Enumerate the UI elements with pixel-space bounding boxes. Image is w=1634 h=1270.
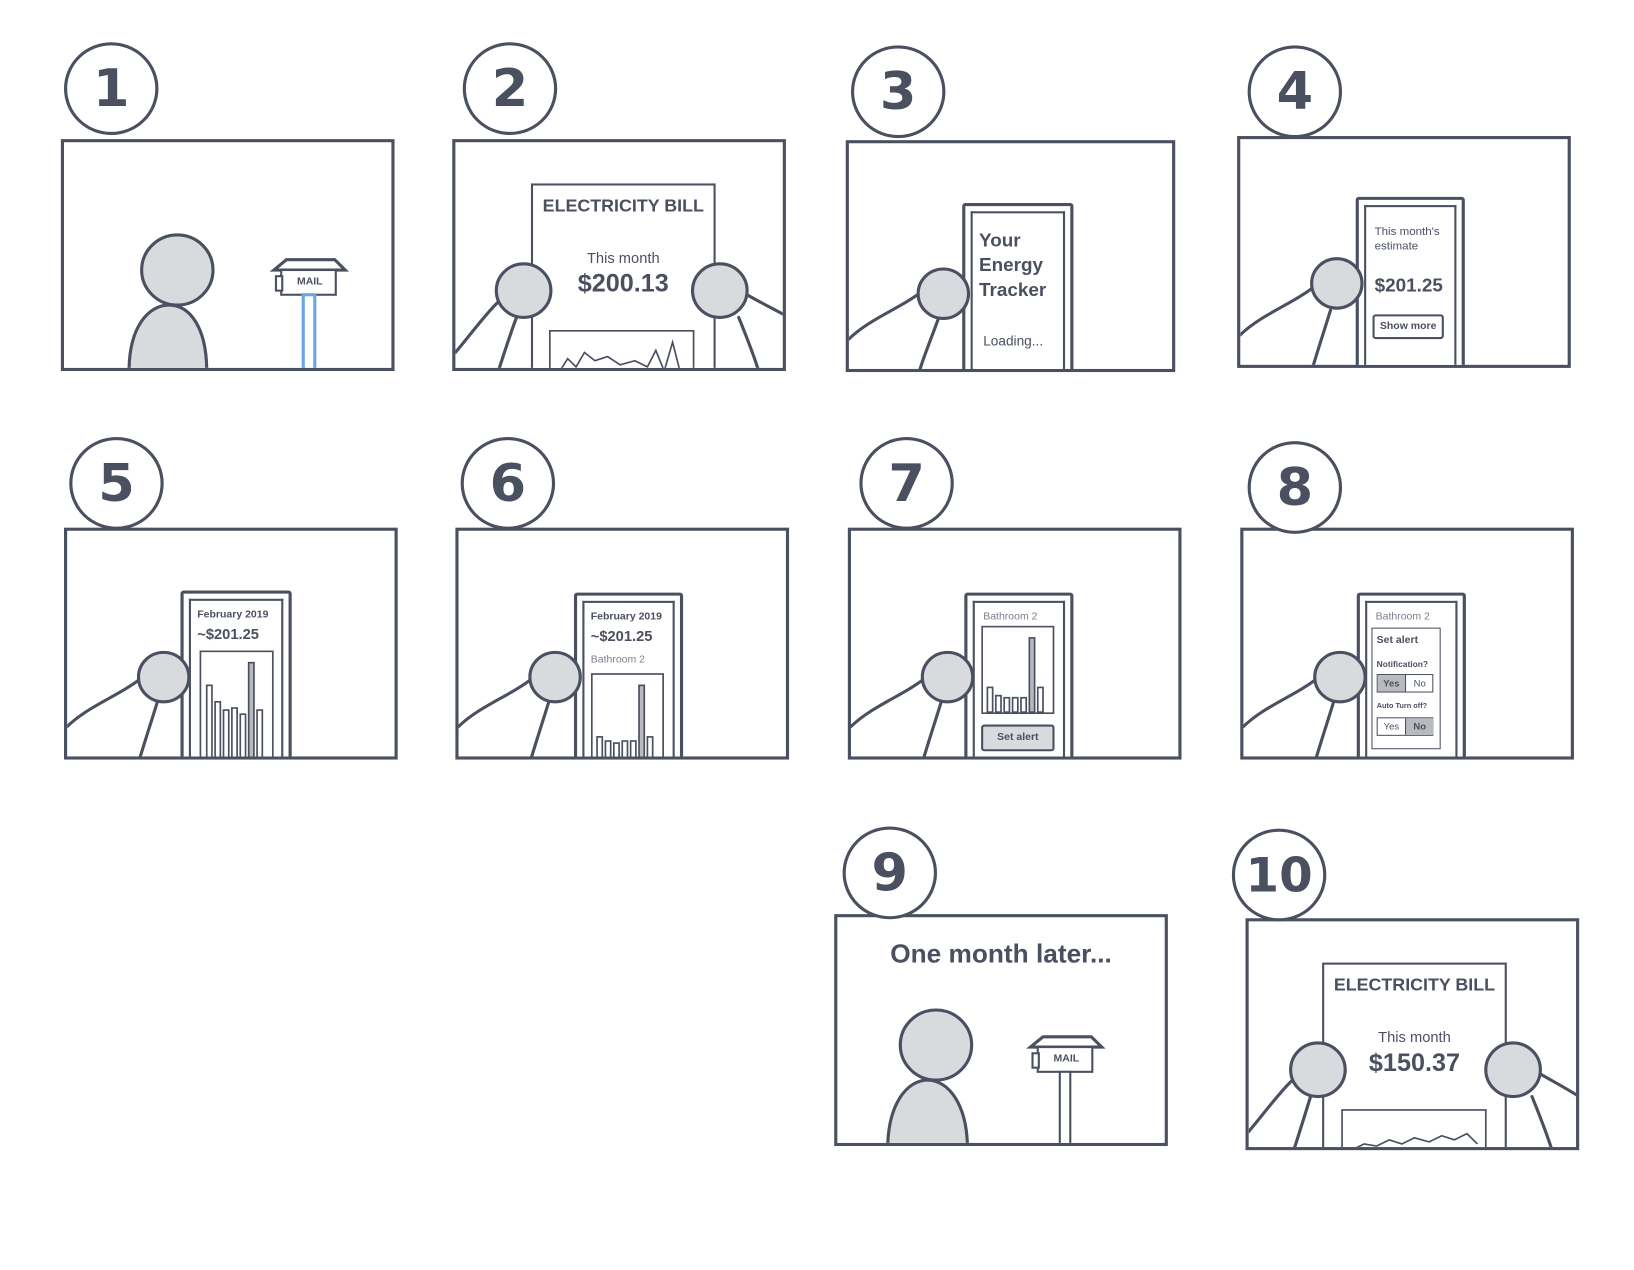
bill-title: ELECTRICITY BILL <box>1333 974 1496 995</box>
mailbox-label: MAIL <box>296 276 323 288</box>
phone-screen: Your Energy Tracker Loading... <box>970 211 1066 369</box>
phone: Your Energy Tracker Loading... <box>962 203 1074 369</box>
panel-10-frame: ELECTRICITY BILL This month $150.37 <box>1245 918 1580 1151</box>
alert-settings-card: Set alert Notification? Yes No Auto Turn… <box>1371 627 1441 750</box>
phone-screen: Bathroom 2 Set alert Notification? Yes N… <box>1365 600 1458 757</box>
hand-illustration <box>1243 650 1367 757</box>
hands-illustration <box>1248 1041 1577 1148</box>
loading-text: Loading... <box>983 332 1044 349</box>
hand-illustration <box>67 650 191 757</box>
usage-line-chart <box>1341 1109 1487 1148</box>
set-alert-button[interactable]: Set alert <box>981 724 1055 752</box>
panel-3-frame: Your Energy Tracker Loading... <box>845 140 1176 373</box>
room-label: Bathroom 2 <box>1375 611 1430 623</box>
alert-heading: Set alert <box>1376 634 1419 647</box>
bill-amount: $200.13 <box>577 270 669 298</box>
estimate-amount: $201.25 <box>1374 275 1443 296</box>
notification-yes-option[interactable]: Yes <box>1377 675 1406 692</box>
estimate-label-line-2: estimate <box>1374 240 1419 253</box>
notification-toggle[interactable]: Yes No <box>1376 674 1434 693</box>
panel-5-frame: February 2019 ~$201.25 <box>64 527 398 760</box>
estimate-label-line-1: This month's <box>1374 225 1440 239</box>
panel-4-frame: This month's estimate $201.25 Show more <box>1237 136 1571 368</box>
bill-title: ELECTRICITY BILL <box>542 195 704 216</box>
mailbox-label: MAIL <box>1053 1053 1080 1065</box>
phone-screen: This month's estimate $201.25 Show more <box>1364 205 1457 365</box>
panel-8-frame: Bathroom 2 Set alert Notification? Yes N… <box>1240 527 1574 760</box>
panel-1-number: 1 <box>64 42 159 136</box>
panel-6-frame: February 2019 ~$201.25 Bathroom 2 <box>455 527 790 760</box>
phone: This month's estimate $201.25 Show more <box>1355 196 1465 365</box>
panel-9-number: 9 <box>842 826 938 920</box>
auto-off-yes-option[interactable]: Yes <box>1383 721 1400 732</box>
phone-screen: February 2019 ~$201.25 Bathroom 2 <box>582 600 675 757</box>
room-label: Bathroom 2 <box>590 654 646 666</box>
show-more-button[interactable]: Show more <box>1372 314 1444 340</box>
hand-illustration <box>850 650 975 757</box>
room-usage-bar-chart <box>199 650 274 757</box>
month-label: February 2019 <box>197 609 269 621</box>
panel-7-frame: Bathroom 2 Set alert <box>847 527 1182 760</box>
person-illustration <box>886 1008 974 1143</box>
panel-10-number: 10 <box>1231 828 1327 922</box>
notification-label: Notification? <box>1376 659 1428 669</box>
app-title-line-1: Your <box>978 229 1021 251</box>
estimated-amount: ~$201.25 <box>197 625 259 643</box>
auto-turn-off-label: Auto Turn off? <box>1376 702 1428 711</box>
app-title-line-2: Energy <box>978 254 1044 276</box>
panel-2-number: 2 <box>462 42 558 136</box>
panel-9-frame: One month later... MAIL <box>834 914 1168 1147</box>
panel-4-number: 4 <box>1247 45 1343 139</box>
panel-1-frame: MAIL <box>60 139 395 372</box>
panel-6-number: 6 <box>460 436 556 530</box>
panel-5-number: 5 <box>69 436 164 530</box>
phone-screen: February 2019 ~$201.25 <box>188 598 284 757</box>
month-label: February 2019 <box>590 611 662 623</box>
mailbox-illustration <box>1026 1035 1106 1143</box>
auto-turn-off-toggle[interactable]: Yes No <box>1376 717 1434 736</box>
person-illustration <box>127 233 215 368</box>
hand-illustration <box>1240 257 1364 365</box>
phone: February 2019 ~$201.25 Bathroom 2 <box>573 592 684 757</box>
panel-8-number: 8 <box>1247 441 1343 534</box>
bill-amount: $150.37 <box>1368 1049 1460 1077</box>
app-title-line-3: Tracker <box>978 279 1047 300</box>
room-usage-bar-chart <box>590 673 664 757</box>
time-caption: One month later... <box>890 939 1112 969</box>
notification-no-option[interactable]: No <box>1405 675 1433 692</box>
panel-3-number: 3 <box>850 45 946 139</box>
estimated-amount: ~$201.25 <box>590 627 653 645</box>
usage-line-chart <box>548 329 695 368</box>
room-usage-bar-chart <box>981 625 1055 714</box>
hand-illustration <box>458 650 582 757</box>
hand-illustration <box>848 267 971 369</box>
panel-7-number: 7 <box>859 436 954 530</box>
bill-period: This month <box>1378 1028 1451 1046</box>
panel-2-frame: ELECTRICITY BILL This month $200.13 <box>452 139 786 372</box>
bill-period: This month <box>586 249 660 266</box>
auto-off-no-option[interactable]: No <box>1405 718 1434 735</box>
mailbox-illustration <box>269 258 350 368</box>
hands-illustration <box>455 262 783 368</box>
room-label: Bathroom 2 <box>983 611 1038 623</box>
